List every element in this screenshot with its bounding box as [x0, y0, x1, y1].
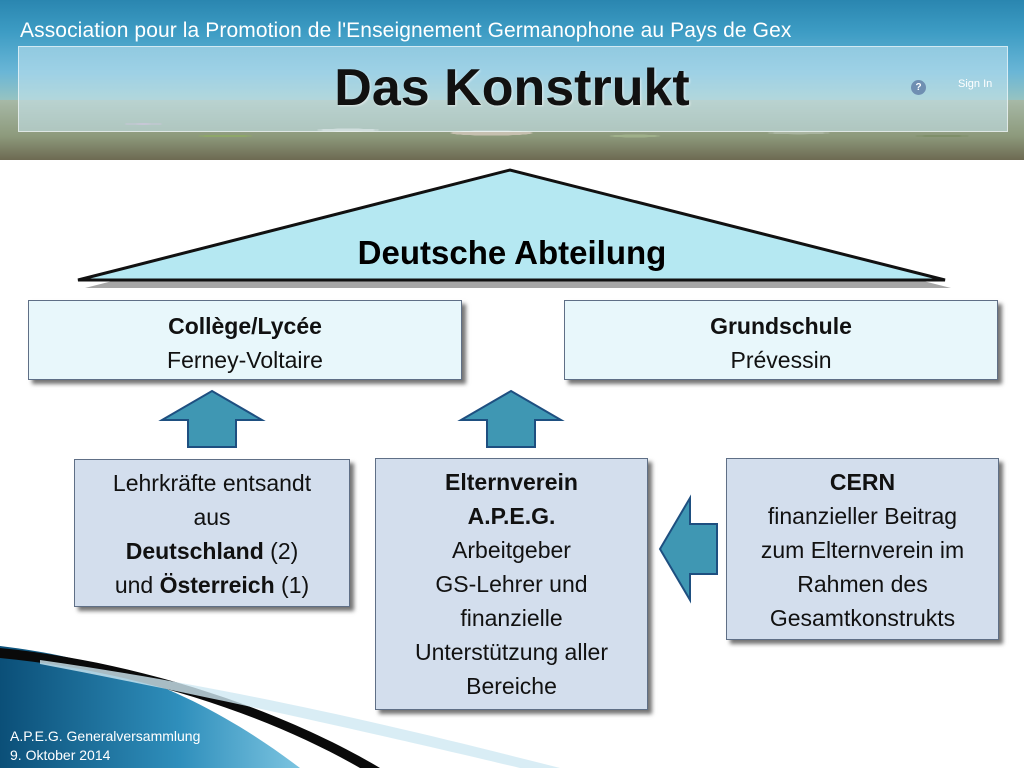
college-place: Ferney-Voltaire	[167, 347, 323, 373]
header-banner: Association pour la Promotion de l'Ensei…	[0, 0, 1024, 160]
cern-title: CERN	[829, 469, 896, 495]
elternverein-line3: finanzielle	[460, 605, 563, 631]
lehrkraefte-line1: Lehrkräfte entsandt	[112, 470, 312, 496]
country-deutschland: Deutschland	[125, 538, 264, 564]
footer-text: A.P.E.G. Generalversammlung 9. Oktober 2…	[10, 727, 200, 765]
elternverein-box: Elternverein A.P.E.G. Arbeitgeber GS-Leh…	[375, 458, 648, 710]
lehrkraefte-box: Lehrkräfte entsandt aus Deutschland (2) …	[74, 459, 350, 607]
country-oesterreich: Österreich	[159, 572, 275, 598]
up-arrow-icon	[158, 389, 266, 448]
count-oesterreich: (1)	[274, 572, 310, 598]
roof-triangle	[77, 168, 951, 288]
lehrkraefte-line2: aus	[193, 504, 231, 530]
count-deutschland: (2)	[263, 538, 299, 564]
grundschule-box: Grundschule Prévessin	[564, 300, 998, 380]
footer-line1: A.P.E.G. Generalversammlung	[10, 728, 201, 744]
help-icon[interactable]: ?	[911, 80, 926, 95]
cern-line4: Gesamtkonstrukts	[769, 605, 956, 631]
elternverein-line1: Arbeitgeber	[452, 537, 571, 563]
cern-line3: Rahmen des	[797, 571, 928, 597]
left-arrow-icon	[658, 494, 718, 604]
and-text: und	[114, 572, 160, 598]
lehrkraefte-line4: und Österreich (1)	[75, 568, 349, 602]
sign-in-link[interactable]: Sign In	[958, 78, 993, 90]
footer-line2: 9. Oktober 2014	[10, 747, 111, 763]
banner-title-panel	[18, 46, 1008, 132]
up-arrow-icon	[457, 389, 565, 448]
elternverein-line4: Unterstützung aller	[414, 639, 609, 665]
cern-line2: zum Elternverein im	[760, 537, 965, 563]
grundschule-name: Grundschule	[710, 313, 852, 339]
grundschule-place: Prévessin	[730, 347, 832, 373]
organization-title: Association pour la Promotion de l'Ensei…	[20, 19, 792, 42]
cern-box: CERN finanzieller Beitrag zum Elternvere…	[726, 458, 999, 640]
cern-line1: finanzieller Beitrag	[767, 503, 958, 529]
slide-title: Das Konstrukt	[334, 59, 690, 117]
roof-label: Deutsche Abteilung	[357, 234, 667, 271]
footer-swoosh	[0, 646, 560, 768]
lehrkraefte-line3: Deutschland (2)	[75, 534, 349, 568]
college-name: Collège/Lycée	[168, 313, 322, 339]
elternverein-line2: GS-Lehrer und	[435, 571, 588, 597]
college-box: Collège/Lycée Ferney-Voltaire	[28, 300, 462, 380]
elternverein-title: Elternverein	[445, 469, 578, 495]
elternverein-abbrev: A.P.E.G.	[467, 503, 556, 529]
elternverein-line5: Bereiche	[466, 673, 557, 699]
